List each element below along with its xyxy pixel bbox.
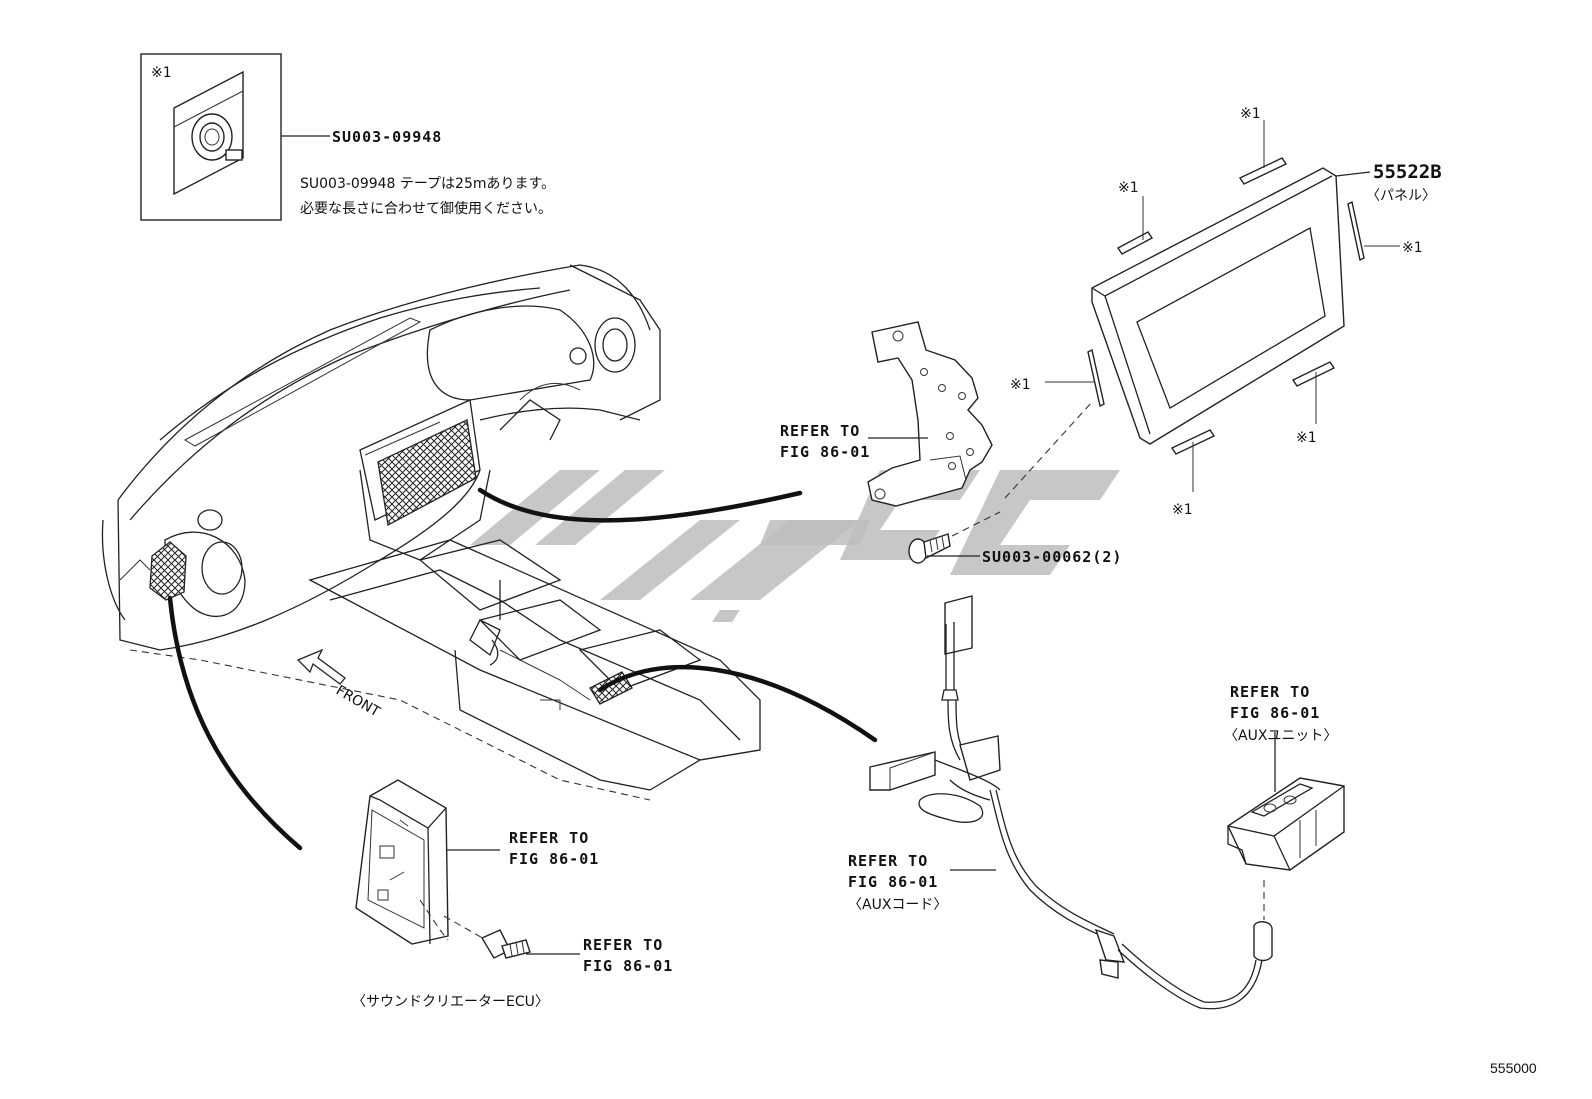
- tape-note-line1: SU003-09948 テープは25mあります。: [300, 176, 555, 192]
- connector-line-ecu: [167, 595, 303, 851]
- tape-part-number: SU003-09948: [332, 128, 442, 146]
- display-panel: [1091, 167, 1345, 445]
- tape-note-line2: 必要な長さに合わせて御使用ください。: [300, 200, 552, 217]
- tape-roll-icon: [173, 70, 244, 196]
- panel-leader: [1335, 171, 1371, 177]
- connector-line-bracket: [477, 487, 803, 523]
- aux-cord-name: 〈AUXコード〉: [848, 897, 947, 913]
- aux-cord-refer-line1: REFER TO: [848, 852, 928, 870]
- aux-unit-refer-line1: REFER TO: [1230, 683, 1310, 701]
- front-label: FRONT: [333, 683, 383, 721]
- tape-mark-3: ※1: [1402, 240, 1423, 256]
- mounting-bracket: [867, 321, 993, 507]
- tape-inset-box: ※1 SU003-09948: [140, 53, 442, 221]
- tape-inset-mark: ※1: [151, 65, 172, 81]
- aux-unit: [1227, 777, 1345, 871]
- aux-cord-assembly: [869, 595, 1273, 1010]
- ecu-refer-line2: FIG 86-01: [509, 850, 599, 868]
- bracket-refer-line1: REFER TO: [780, 422, 860, 440]
- ecu-name: 〈サウンドクリエーターECU〉: [352, 994, 549, 1010]
- screw-icon: [908, 533, 951, 564]
- tape-mark-5: ※1: [1296, 430, 1317, 446]
- bolt-refer-line2: FIG 86-01: [583, 957, 673, 975]
- tape-mark-4: ※1: [1010, 377, 1031, 393]
- panel-dash: [1004, 401, 1093, 499]
- front-arrow-icon: [296, 648, 346, 685]
- ecu-refer-line1: REFER TO: [509, 829, 589, 847]
- screw-part-number: SU003-00062(2): [982, 548, 1122, 566]
- screw-dash: [951, 511, 1001, 537]
- bolt-icon: [480, 929, 531, 959]
- aux-cord-refer-line2: FIG 86-01: [848, 873, 938, 891]
- bracket-refer-line2: FIG 86-01: [780, 443, 870, 461]
- aux-unit-refer-line2: FIG 86-01: [1230, 704, 1320, 722]
- bolt-dash: [443, 915, 487, 941]
- diagram-id: 555000: [1490, 1060, 1537, 1076]
- tape-mark-2: ※1: [1118, 180, 1139, 196]
- aux-unit-name: 〈AUXユニット〉: [1224, 728, 1337, 744]
- tape-mark-6: ※1: [1172, 502, 1193, 518]
- tape-mark-1: ※1: [1240, 106, 1261, 122]
- ecu-dash: [419, 899, 449, 941]
- sound-creator-ecu: [355, 779, 449, 945]
- bolt-refer-line1: REFER TO: [583, 936, 663, 954]
- connector-line-aux: [597, 664, 878, 743]
- panel-part-number: 55522B: [1373, 161, 1442, 183]
- panel-name: 〈パネル〉: [1366, 188, 1436, 204]
